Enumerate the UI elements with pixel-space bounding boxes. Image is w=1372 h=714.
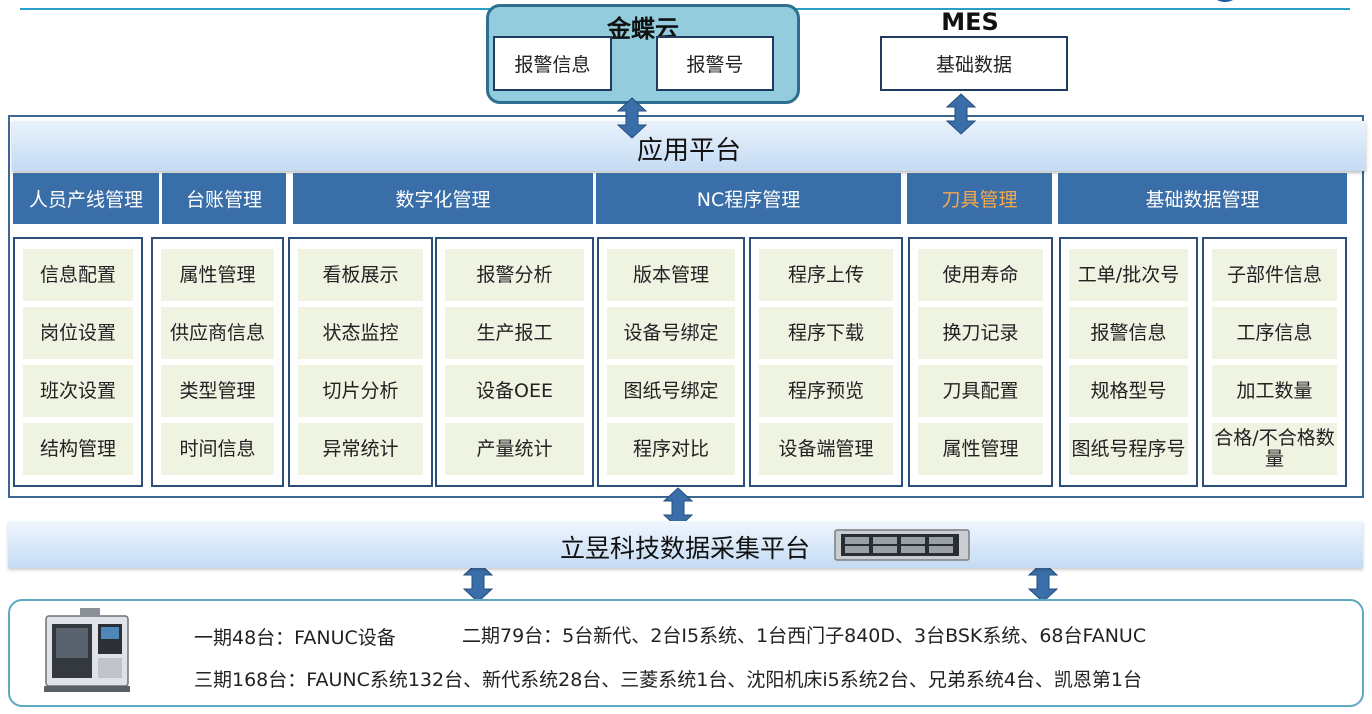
function-item: 使用寿命	[918, 249, 1043, 301]
function-item: 加工数量	[1212, 365, 1337, 417]
function-column: 看板展示状态监控切片分析异常统计	[288, 237, 433, 487]
double-arrow-icon	[946, 93, 976, 135]
function-item: 工序信息	[1212, 307, 1337, 359]
function-item: 岗位设置	[23, 307, 133, 359]
function-item: 程序对比	[607, 423, 735, 475]
corner-logo-arc	[1208, 0, 1242, 2]
function-item: 程序下载	[759, 307, 893, 359]
function-item: 报警分析	[445, 249, 584, 301]
mes-base-data: 基础数据	[880, 36, 1068, 91]
function-column: 程序上传程序下载程序预览设备端管理	[749, 237, 903, 487]
category-personnel-line: 人员产线管理	[13, 173, 159, 224]
category-tool: 刀具管理	[907, 173, 1052, 224]
function-item: 生产报工	[445, 307, 584, 359]
function-item: 产量统计	[445, 423, 584, 475]
function-item: 刀具配置	[918, 365, 1043, 417]
function-column: 属性管理供应商信息类型管理时间信息	[151, 237, 284, 487]
function-item: 切片分析	[298, 365, 423, 417]
function-item: 合格/不合格数量	[1212, 423, 1337, 475]
kingdee-alarm-info: 报警信息	[493, 36, 612, 91]
phase1-text: 一期48台：FANUC设备	[194, 627, 396, 649]
function-item: 信息配置	[23, 249, 133, 301]
category-nc-program: NC程序管理	[596, 173, 901, 224]
function-item: 属性管理	[161, 249, 274, 301]
function-column: 工单/批次号报警信息规格型号图纸号程序号	[1059, 237, 1198, 487]
function-item: 异常统计	[298, 423, 423, 475]
function-item: 班次设置	[23, 365, 133, 417]
phase2-text: 二期79台：5台新代、2台I5系统、1台西门子840D、3台BSK系统、68台F…	[462, 625, 1147, 647]
function-item: 规格型号	[1069, 365, 1188, 417]
cnc-machine-icon	[44, 608, 130, 692]
function-item: 工单/批次号	[1069, 249, 1188, 301]
function-item: 结构管理	[23, 423, 133, 475]
function-item: 属性管理	[918, 423, 1043, 475]
function-item: 设备端管理	[759, 423, 893, 475]
category-ledger: 台账管理	[162, 173, 286, 224]
function-item: 子部件信息	[1212, 249, 1337, 301]
function-column: 子部件信息工序信息加工数量合格/不合格数量	[1202, 237, 1347, 487]
function-item: 状态监控	[298, 307, 423, 359]
double-arrow-icon	[617, 97, 647, 139]
function-item: 程序上传	[759, 249, 893, 301]
category-digital: 数字化管理	[293, 173, 593, 224]
function-item: 类型管理	[161, 365, 274, 417]
kingdee-alarm-number: 报警号	[656, 36, 774, 91]
server-icon	[834, 529, 970, 561]
function-item: 时间信息	[161, 423, 274, 475]
app-platform-bar: 应用平台	[12, 121, 1366, 171]
function-item: 图纸号程序号	[1069, 423, 1188, 475]
collect-platform-bar: 立昱科技数据采集平台	[8, 521, 1363, 568]
function-item: 报警信息	[1069, 307, 1188, 359]
function-column: 报警分析生产报工设备OEE 产量统计	[435, 237, 594, 487]
function-item: 供应商信息	[161, 307, 274, 359]
function-column: 使用寿命换刀记录刀具配置属性管理	[908, 237, 1053, 487]
function-column: 信息配置岗位设置班次设置结构管理	[13, 237, 143, 487]
phase3-text: 三期168台：FAUNC系统132台、新代系统28台、三菱系统1台、沈阳机床i5…	[194, 669, 1142, 691]
function-item: 图纸号绑定	[607, 365, 735, 417]
function-item: 看板展示	[298, 249, 423, 301]
function-column: 版本管理设备号绑定图纸号绑定程序对比	[597, 237, 745, 487]
function-item: 版本管理	[607, 249, 735, 301]
app-platform-title: 应用平台	[636, 136, 741, 166]
function-item: 换刀记录	[918, 307, 1043, 359]
function-item: 设备号绑定	[607, 307, 735, 359]
machines-block	[8, 599, 1364, 707]
function-item: 程序预览	[759, 365, 893, 417]
mes-title: MES	[941, 8, 999, 36]
category-base-data: 基础数据管理	[1058, 173, 1347, 224]
function-item: 设备OEE	[445, 365, 584, 417]
collect-platform-title: 立昱科技数据采集平台	[560, 534, 811, 563]
